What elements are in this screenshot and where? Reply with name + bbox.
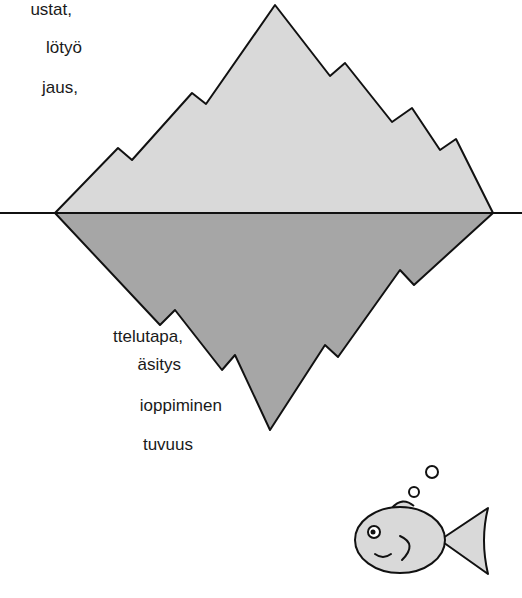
bubble [409,487,419,497]
label-text: äsitys [138,355,181,375]
iceberg-top [55,5,493,213]
label-text: ttelutapa, [113,327,183,347]
label-text: jaus, [42,78,78,98]
fish [355,501,488,574]
iceberg-bottom [55,213,493,430]
label-text: lötyö [46,38,82,58]
bubble [426,466,438,478]
label-text: ustat, [30,0,72,20]
label-text: tuvuus [143,435,193,455]
label-text: ioppiminen [140,396,222,416]
water-line [0,212,522,214]
